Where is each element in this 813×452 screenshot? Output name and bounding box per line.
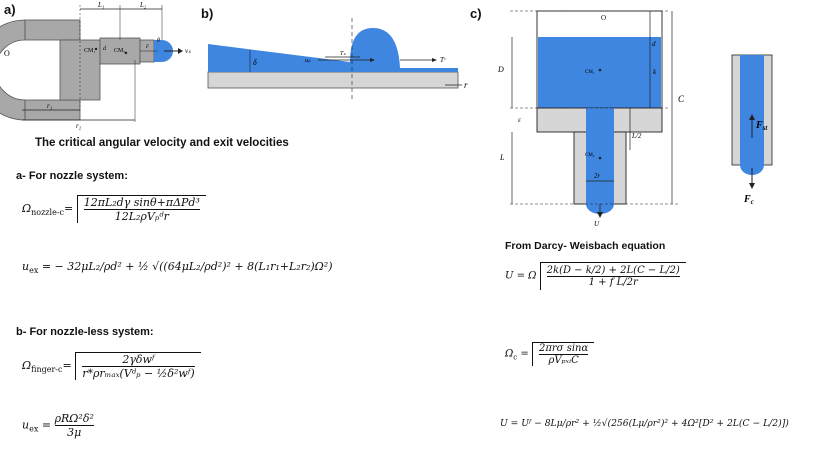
substrate	[207, 71, 459, 89]
label-Fc: Fc	[743, 194, 754, 206]
label-D: D	[497, 65, 504, 74]
diagram-b: δ uₚ Tₛ Tᶜ r	[207, 18, 468, 100]
label-U: U	[594, 220, 600, 228]
label-O-c: O	[601, 14, 606, 22]
diagram-a: L₁ L₂ O CM₁ CM₂ d θ vₛ r₁ r₂ F	[0, 1, 191, 130]
label-L: L	[499, 153, 505, 162]
side-nozzle-fluid	[740, 55, 764, 165]
label-d: d	[103, 46, 107, 52]
label-C: C	[678, 94, 685, 104]
label-theta: θ	[157, 38, 160, 44]
label-k: k	[653, 68, 657, 76]
label-Ts: Tₛ	[340, 51, 346, 57]
equation-omega-c: Ωc = 2πrσ sinα ρVₚₓᵢC	[505, 342, 595, 366]
label-up: uₚ	[305, 58, 311, 64]
label-L2-c: L/2	[631, 132, 642, 140]
label-r: r	[464, 80, 468, 90]
darcy-heading: From Darcy- Weisbach equation	[505, 240, 666, 252]
nozzle-heading: a- For nozzle system:	[16, 170, 128, 182]
label-2r: 2r	[594, 172, 601, 180]
label-delta: δ	[253, 58, 257, 67]
panel-label-b: b)	[201, 6, 214, 21]
nozzleless-heading: b- For nozzle-less system:	[16, 326, 154, 338]
label-L1: L₁	[97, 1, 104, 9]
label-CM1: CM₁	[84, 48, 95, 54]
label-d-c: d	[652, 40, 656, 48]
equation-U-final: U = Uᶠ − 8Lμ/ρr² + ½√(256(Lμ/ρr²)² + 4Ω²…	[500, 418, 789, 429]
panel-label-c: c)	[470, 6, 482, 21]
label-F: F	[145, 45, 150, 50]
label-r1: r₁	[47, 102, 52, 110]
equation-U-darcy: U = Ω 2k(D − k/2) + 2L(C − L/2) 1 + f L/…	[505, 262, 686, 290]
label-r2: r₂	[76, 122, 82, 130]
label-Tc: Tᶜ	[440, 56, 447, 64]
equation-uex-nozzle: uex = − 32μL₂/ρd² + ½ √((64μL₂/ρd²)² + 8…	[22, 260, 333, 276]
label-vs: vₛ	[185, 47, 191, 55]
reservoir-shape	[0, 19, 26, 121]
label-epsilon: ε	[518, 116, 521, 124]
panel-label-a: a)	[4, 2, 16, 17]
label-CMs: CM₂	[585, 153, 595, 158]
diagram-c: O D d k C CM₁ CM₂ ε L/2 L 2r U Fst Fc	[497, 10, 773, 228]
label-CM2: CM₂	[114, 48, 125, 54]
fluid-film	[208, 44, 458, 72]
fluid-tip	[154, 40, 173, 62]
equation-omega-finger: Ωfinger-c= 2γδwᶠ r*ρrₘₐₓ(Vᵈₚ − ½δ²wᶠ)	[22, 352, 201, 380]
reservoir-fluid	[538, 37, 661, 108]
figure-title: The critical angular velocity and exit v…	[35, 137, 289, 149]
equation-omega-nozzle: Ωnozzle-c= 12πL₂dγ sinθ+πΔPd³ 12L₂ρVₚᵈr	[22, 195, 206, 223]
channel-fluid	[586, 108, 614, 204]
label-O: O	[4, 49, 10, 58]
label-CMf: CM₁	[585, 70, 595, 75]
label-L2: L₂	[139, 1, 147, 9]
equation-uex-nozzleless: uex = ρRΩ²δ² 3μ	[22, 412, 94, 439]
label-Fst: Fst	[755, 120, 768, 132]
fluid-finger	[350, 28, 400, 68]
